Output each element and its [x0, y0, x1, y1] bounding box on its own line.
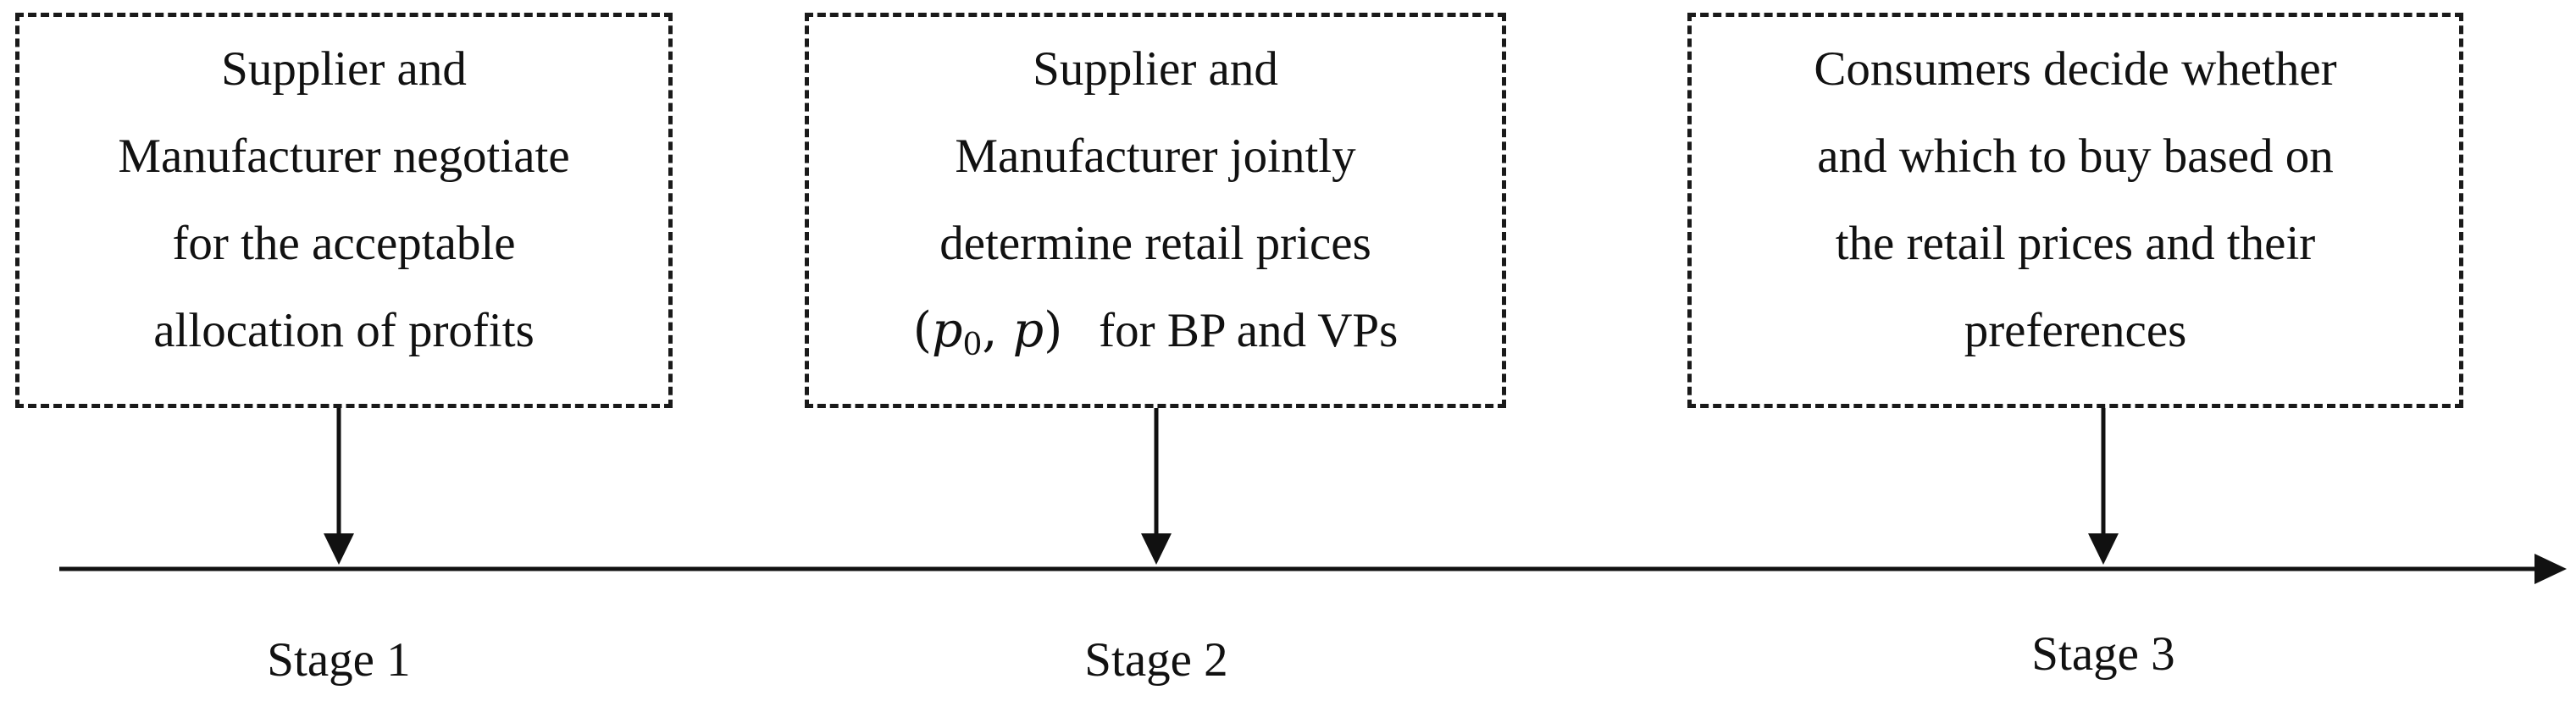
- formula-p: p: [931, 302, 963, 358]
- stage-1-box: Supplier and Manufacturer negotiate for …: [15, 13, 673, 408]
- stage-3-line-1: Consumers decide whether: [1814, 42, 2337, 96]
- stage-2-line-2: Manufacturer jointly: [955, 130, 1356, 183]
- stage-3-line-3: the retail prices and their: [1835, 217, 2316, 270]
- formula-comma: ,: [982, 302, 998, 358]
- formula-close-paren: ): [1044, 302, 1063, 358]
- stage-2-box: Supplier and Manufacturer jointly determ…: [805, 13, 1506, 408]
- connector-arrowhead-1: [324, 533, 354, 565]
- stage-2-line-4: (p0, p) for BP and VPs: [913, 287, 1399, 374]
- stage-3-box: Consumers decide whether and which to bu…: [1687, 13, 2463, 408]
- stage-2-line-3: determine retail prices: [939, 217, 1371, 270]
- stage-1-line-1: Supplier and: [221, 42, 467, 96]
- connector-arrowhead-3: [2088, 533, 2119, 565]
- stage-1-line-2: Manufacturer negotiate: [118, 130, 570, 183]
- stage-2-line-4-suffix: for BP and VPs: [1099, 304, 1399, 357]
- stage-1-label: Stage 1: [267, 633, 411, 687]
- price-vector-formula: (p0, p): [912, 302, 1063, 361]
- formula-subscript: 0: [962, 328, 983, 362]
- stage-1-line-4: allocation of profits: [153, 304, 535, 357]
- stage-2-line-1: Supplier and: [1033, 42, 1278, 96]
- stage-3-line-4: preferences: [1964, 304, 2187, 357]
- stage-3-line-2: and which to buy based on: [1817, 130, 2334, 183]
- connector-arrowhead-2: [1141, 533, 1172, 565]
- stage-3-label: Stage 3: [2031, 627, 2175, 681]
- timeline-arrowhead: [2534, 554, 2567, 584]
- stage-1-line-3: for the acceptable: [172, 217, 516, 270]
- formula-open-paren: (: [912, 302, 932, 358]
- stage-2-label: Stage 2: [1084, 633, 1228, 687]
- formula-p-second: p: [1012, 302, 1044, 358]
